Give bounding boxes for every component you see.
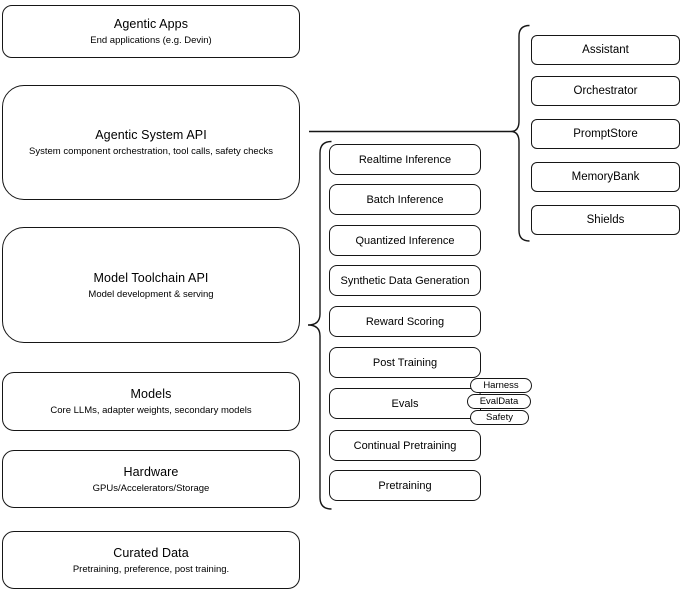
node-title: Agentic System API <box>95 128 207 142</box>
node-label: Synthetic Data Generation <box>340 274 470 287</box>
node-continual-pretraining: Continual Pretraining <box>329 430 481 461</box>
components-curly-brace <box>510 24 530 242</box>
node-label: Realtime Inference <box>358 153 452 166</box>
tag-harness: Harness <box>470 378 532 393</box>
node-title: Models <box>130 387 172 401</box>
node-shields: Shields <box>531 205 680 235</box>
node-title: Model Toolchain API <box>93 270 209 285</box>
node-label: Batch Inference <box>366 193 444 206</box>
node-agentic-system-api: Agentic System API System component orch… <box>2 85 300 200</box>
node-evals: Evals <box>329 388 481 419</box>
node-label: Continual Pretraining <box>353 439 457 452</box>
node-model-toolchain-api: Model Toolchain API Model development & … <box>2 227 300 343</box>
node-title: Curated Data <box>113 545 189 560</box>
node-label: Assistant <box>582 44 629 56</box>
tag-label: Harness <box>483 380 519 391</box>
node-label: PromptStore <box>573 128 638 140</box>
node-subtitle: Core LLMs, adapter weights, secondary mo… <box>50 405 252 416</box>
tag-evaldata: EvalData <box>467 394 531 409</box>
node-title: Agentic Apps <box>113 17 189 31</box>
node-label: Reward Scoring <box>365 315 445 328</box>
tag-safety: Safety <box>470 410 529 425</box>
node-reward-scoring: Reward Scoring <box>329 306 481 337</box>
node-memorybank: MemoryBank <box>531 162 680 192</box>
node-subtitle: End applications (e.g. Devin) <box>90 35 212 46</box>
node-quantized-inference: Quantized Inference <box>329 225 481 256</box>
node-promptstore: PromptStore <box>531 119 680 149</box>
node-title: Hardware <box>123 464 179 479</box>
node-pretraining: Pretraining <box>329 470 481 501</box>
node-label: Orchestrator <box>573 85 638 97</box>
node-post-training: Post Training <box>329 347 481 378</box>
node-models: Models Core LLMs, adapter weights, secon… <box>2 372 300 431</box>
node-subtitle: GPUs/Accelerators/Storage <box>92 482 210 494</box>
node-assistant: Assistant <box>531 35 680 65</box>
node-label: Pretraining <box>378 479 432 492</box>
toolchain-curly-brace <box>307 140 332 510</box>
node-realtime-inference: Realtime Inference <box>329 144 481 175</box>
node-curated-data: Curated Data Pretraining, preference, po… <box>2 531 300 589</box>
node-orchestrator: Orchestrator <box>531 76 680 106</box>
node-synthetic-data-generation: Synthetic Data Generation <box>329 265 481 296</box>
tag-label: EvalData <box>479 396 519 407</box>
node-label: Evals <box>391 397 419 410</box>
tag-label: Safety <box>486 412 513 423</box>
node-label: Post Training <box>372 356 438 369</box>
node-label: Quantized Inference <box>355 234 455 247</box>
node-label: Shields <box>586 214 625 226</box>
node-label: MemoryBank <box>571 171 640 183</box>
node-agentic-apps: Agentic Apps End applications (e.g. Devi… <box>2 5 300 58</box>
node-subtitle: Pretraining, preference, post training. <box>72 563 230 575</box>
node-batch-inference: Batch Inference <box>329 184 481 215</box>
node-subtitle: Model development & serving <box>88 288 214 300</box>
node-subtitle: System component orchestration, tool cal… <box>29 146 273 157</box>
node-hardware: Hardware GPUs/Accelerators/Storage <box>2 450 300 508</box>
